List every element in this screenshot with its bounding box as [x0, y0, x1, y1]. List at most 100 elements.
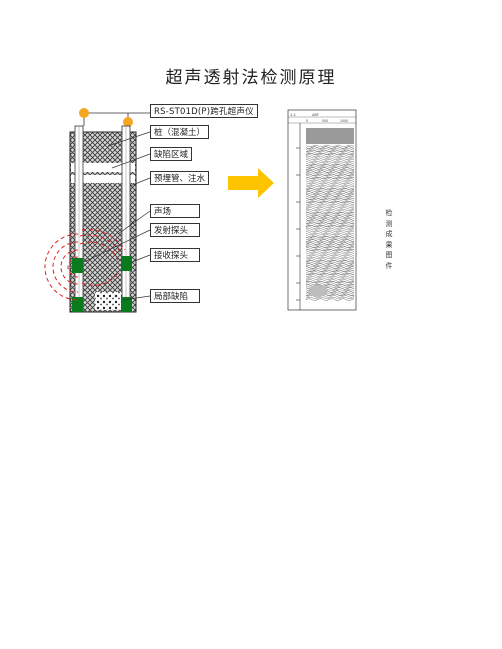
waveform-trace	[305, 269, 355, 272]
waveform-trace	[305, 199, 355, 202]
waveform-trace	[305, 189, 355, 192]
waveform-trace	[305, 221, 355, 224]
waveform-trace	[305, 188, 355, 191]
transmitter-probe-lower	[72, 297, 83, 312]
waveform-trace	[305, 173, 355, 176]
waveform-trace	[305, 224, 355, 228]
label-local-defect: 局部缺陷	[150, 289, 200, 303]
waveform-trace	[305, 205, 355, 208]
svg-text:ABF: ABF	[312, 113, 319, 117]
waveform-trace	[305, 232, 355, 236]
result-chart: 1-2 ABF 0 500 1000	[287, 109, 357, 311]
waveform-trace	[305, 242, 355, 245]
waveform-trace	[305, 237, 355, 240]
waveform-trace	[305, 261, 355, 264]
waveform-trace	[305, 239, 355, 242]
waveform-trace	[305, 148, 355, 151]
waveform-trace	[305, 183, 355, 186]
waveform-trace	[305, 151, 355, 154]
waveform-trace	[305, 196, 355, 199]
waveform-trace	[305, 146, 355, 149]
waveform-trace	[305, 144, 355, 148]
sound-field-waves	[44, 229, 126, 301]
waveform-trace	[305, 276, 355, 279]
waveform-trace	[305, 256, 355, 260]
waveform-trace	[305, 180, 355, 183]
waveform-trace	[305, 207, 355, 210]
waveform-trace	[305, 172, 355, 175]
waveform-trace	[305, 202, 355, 205]
waveform-trace	[305, 210, 355, 213]
receiver-probe-lower	[121, 297, 132, 312]
waveform-trace	[305, 220, 355, 223]
receiver-probe	[121, 256, 132, 271]
waveform-trace	[305, 157, 355, 160]
depth-ticks	[296, 147, 300, 301]
pulley-right	[123, 117, 133, 127]
waveform-traces	[305, 128, 355, 301]
waveform-trace	[305, 250, 355, 253]
waveform-trace	[305, 175, 355, 178]
label-pipe: 预埋管、注水	[150, 171, 210, 185]
waveform-trace	[305, 212, 355, 215]
waveform-trace	[305, 245, 355, 248]
waveform-trace	[305, 194, 355, 197]
waveform-trace	[305, 149, 355, 152]
waveform-trace	[305, 234, 355, 237]
waveform-trace	[305, 213, 355, 216]
waveform-trace	[305, 218, 355, 221]
arrow-right	[228, 168, 274, 198]
label-receiver: 接收探头	[150, 248, 200, 262]
waveform-trace	[305, 164, 355, 167]
waveform-trace	[305, 159, 355, 162]
waveform-trace	[305, 191, 355, 194]
waveform-trace	[305, 266, 355, 269]
waveform-trace	[305, 240, 355, 244]
label-sound-field: 声场	[150, 204, 200, 218]
svg-text:500: 500	[322, 119, 328, 123]
waveform-trace	[305, 229, 355, 232]
waveform-trace	[305, 264, 355, 268]
waveform-trace	[305, 223, 355, 226]
label-instrument: RS-ST01D(P)跨孔超声仪	[150, 104, 258, 118]
waveform-trace	[305, 268, 355, 271]
defect-zone-band	[71, 175, 135, 183]
waveform-trace	[305, 176, 355, 180]
defect-zone-band	[71, 163, 135, 172]
waveform-trace	[305, 186, 355, 189]
leader-lines	[83, 131, 151, 301]
waveform-trace	[305, 248, 355, 252]
label-pile: 桩（混凝土）	[150, 125, 210, 139]
waveform-trace	[305, 170, 355, 173]
waveform-trace	[305, 253, 355, 256]
waveform-trace	[305, 228, 355, 231]
waveform-trace	[305, 184, 355, 188]
waveform-trace	[305, 279, 355, 282]
waveform-trace	[305, 156, 355, 159]
waveform-trace	[305, 247, 355, 250]
result-caption: 检测成果图件	[385, 209, 393, 270]
pulley-left	[79, 108, 89, 118]
svg-text:1-2: 1-2	[290, 113, 296, 117]
waveform-trace	[305, 216, 355, 220]
waveform-trace	[305, 258, 355, 261]
svg-text:1000: 1000	[340, 119, 348, 123]
waveform-trace	[305, 236, 355, 239]
waveform-trace	[305, 272, 355, 276]
waveform-trace	[305, 204, 355, 207]
waveform-trace	[305, 263, 355, 266]
waveform-trace	[305, 154, 355, 157]
waveform-anomaly	[308, 285, 328, 297]
waveform-trace	[305, 280, 355, 284]
waveform-trace	[305, 165, 355, 168]
waveform-trace	[305, 178, 355, 181]
waveform-trace	[305, 260, 355, 263]
waveform-trace	[305, 192, 355, 196]
waveform-trace	[305, 167, 355, 170]
waveform-trace	[305, 298, 355, 301]
page-title: 超声透射法检测原理	[165, 68, 337, 88]
waveform-band	[306, 128, 354, 144]
waveform-trace	[305, 208, 355, 212]
waveform-trace	[305, 231, 355, 234]
